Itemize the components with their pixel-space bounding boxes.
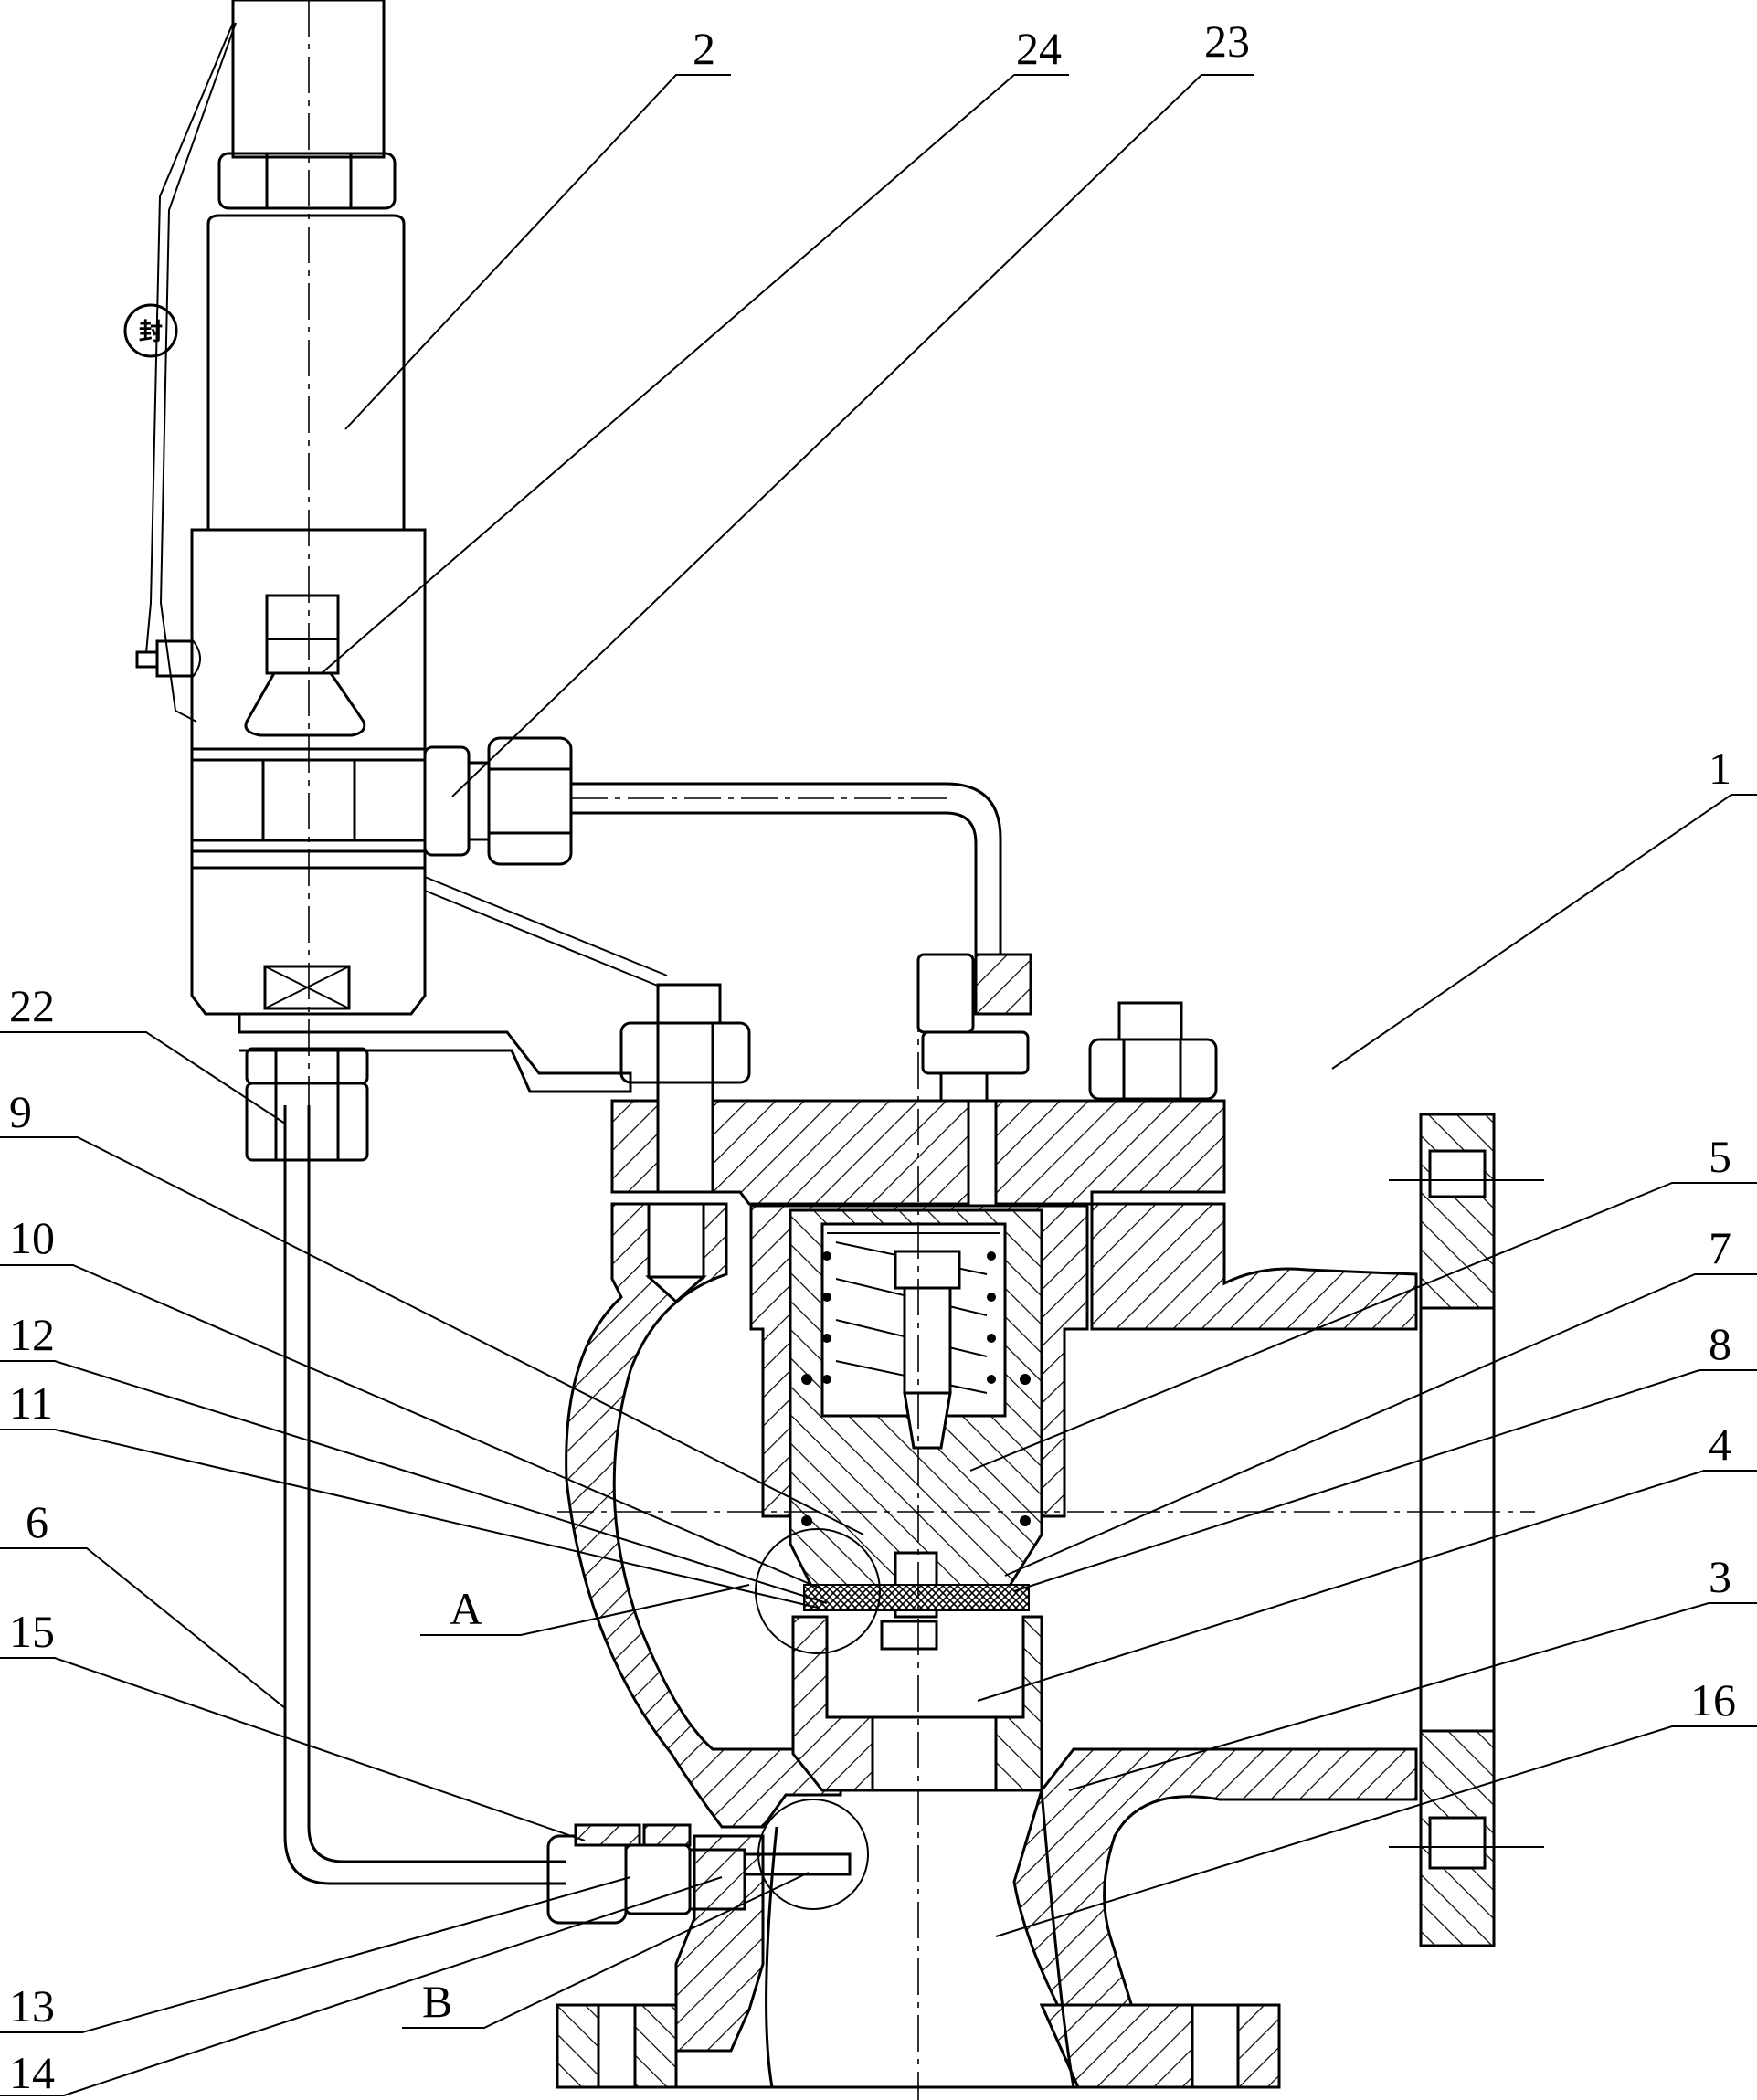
callout-1: 1 bbox=[1709, 743, 1731, 794]
callout-9: 9 bbox=[9, 1086, 32, 1137]
cover-tube-fitting bbox=[916, 953, 975, 1034]
leader-lines bbox=[0, 74, 1757, 2096]
callout-4: 4 bbox=[1709, 1419, 1731, 1470]
callout-b: B bbox=[422, 1976, 452, 2027]
lower-union-nut bbox=[546, 1834, 628, 1925]
seat-ring-right bbox=[994, 1615, 1043, 1792]
callout-a: A bbox=[450, 1583, 482, 1634]
callout-5: 5 bbox=[1709, 1131, 1731, 1182]
callout-23: 23 bbox=[1204, 16, 1250, 67]
callout-15: 15 bbox=[9, 1606, 55, 1657]
cover-bolt-head-left bbox=[656, 983, 722, 1025]
pilot-outlet-mark bbox=[263, 965, 351, 1010]
seal-lock-screw bbox=[155, 639, 194, 678]
seat-ring-left bbox=[791, 1615, 874, 1792]
inlet-left-wall bbox=[674, 1834, 765, 2053]
callout-10: 10 bbox=[9, 1212, 55, 1263]
pilot-union-nut bbox=[487, 736, 573, 866]
callout-6: 6 bbox=[26, 1496, 48, 1547]
pilot-hex-nut bbox=[217, 152, 397, 210]
callout-7: 7 bbox=[1709, 1222, 1731, 1273]
pilot-bonnet bbox=[206, 214, 406, 532]
pilot-side-fitting bbox=[423, 745, 471, 857]
fitting-22 bbox=[245, 1047, 369, 1162]
callout-8: 8 bbox=[1709, 1318, 1731, 1369]
pilot-window bbox=[265, 594, 340, 675]
callout-11: 11 bbox=[9, 1377, 53, 1429]
cover-bolt-head-right bbox=[1117, 1001, 1183, 1041]
pilot-valve: 封 bbox=[123, 0, 573, 1016]
detail-circle-a bbox=[755, 1528, 881, 1654]
seal-mark-text: 封 bbox=[139, 319, 163, 346]
callout-13: 13 bbox=[9, 1980, 55, 2031]
callout-24: 24 bbox=[1016, 23, 1062, 74]
spring-retainer bbox=[894, 1250, 961, 1290]
seal-disc bbox=[803, 1584, 1030, 1611]
callout-2: 2 bbox=[693, 23, 715, 74]
outlet-flange-top bbox=[1419, 1113, 1496, 1310]
pilot-supply-tube bbox=[571, 782, 1002, 959]
seal-mark-circle bbox=[123, 303, 178, 358]
callout-22: 22 bbox=[9, 980, 55, 1031]
outlet-upper-wall bbox=[1090, 1202, 1418, 1331]
pilot-bell bbox=[244, 671, 366, 737]
callout-labels: 2 24 23 1 22 9 5 10 7 12 8 11 4 6 3 15 A… bbox=[9, 16, 1736, 2098]
outlet-lower-wall bbox=[1012, 1747, 1418, 2011]
seal-wire bbox=[145, 22, 234, 654]
pilot-bracket bbox=[238, 1014, 632, 1093]
callout-16: 16 bbox=[1690, 1674, 1736, 1725]
inlet-flange-right bbox=[1039, 2003, 1281, 2089]
callout-14: 14 bbox=[9, 2047, 55, 2098]
callout-12: 12 bbox=[9, 1309, 55, 1360]
callout-3: 3 bbox=[1709, 1551, 1731, 1602]
tubing bbox=[238, 782, 1002, 1885]
sensing-tube bbox=[283, 1105, 566, 1885]
